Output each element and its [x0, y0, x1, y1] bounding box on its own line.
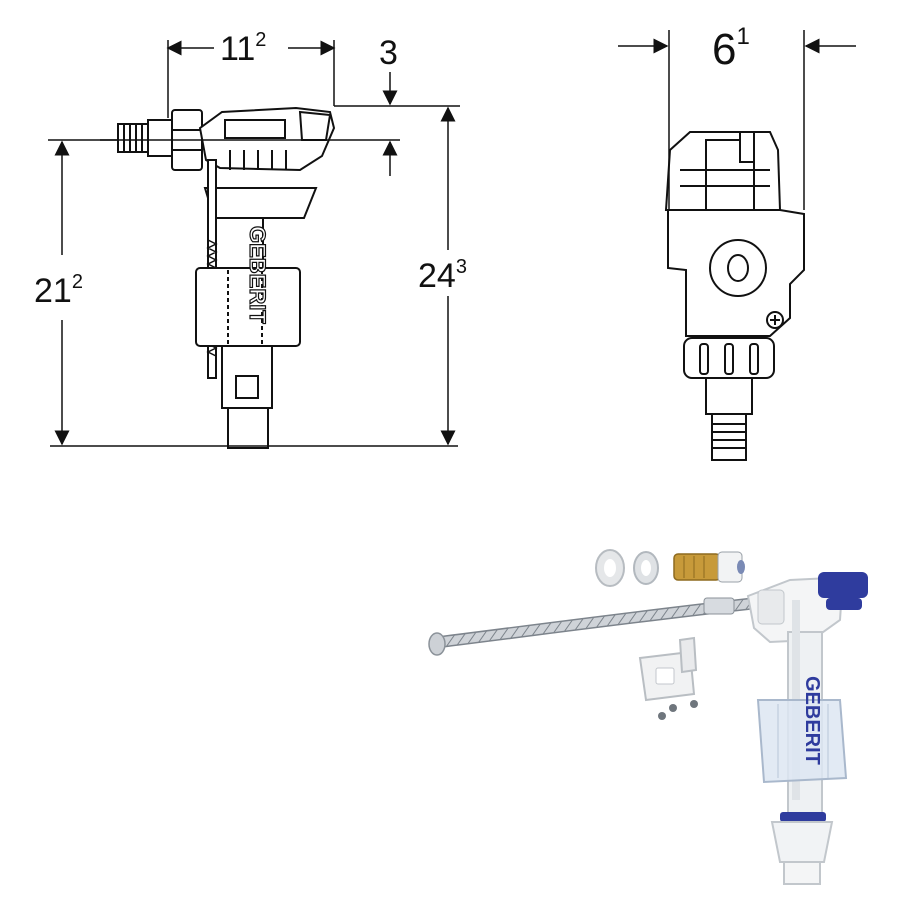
side-dimension-lines — [618, 30, 856, 210]
front-dimension-lines — [48, 40, 460, 447]
side-width-label: 61 — [712, 23, 750, 74]
brass-fitting — [673, 551, 745, 583]
mounting-bracket — [638, 636, 698, 702]
screws — [658, 700, 698, 720]
braided-hose — [428, 597, 754, 656]
top-offset-label: 3 — [379, 34, 398, 72]
front-view-drawing: GEBERIT — [117, 106, 336, 449]
washer-small — [633, 551, 659, 585]
washer-large — [595, 549, 625, 587]
product-photo: GEBERIT — [428, 549, 868, 885]
photo-brand-text: GEBERIT — [801, 676, 823, 765]
top-width-label: 112 — [220, 29, 266, 68]
right-height-label: 243 — [418, 256, 467, 295]
side-view-drawing — [664, 131, 805, 461]
front-brand-text: GEBERIT — [245, 226, 270, 324]
left-height-label: 212 — [34, 271, 83, 310]
fill-valve-body: GEBERIT — [746, 572, 868, 885]
